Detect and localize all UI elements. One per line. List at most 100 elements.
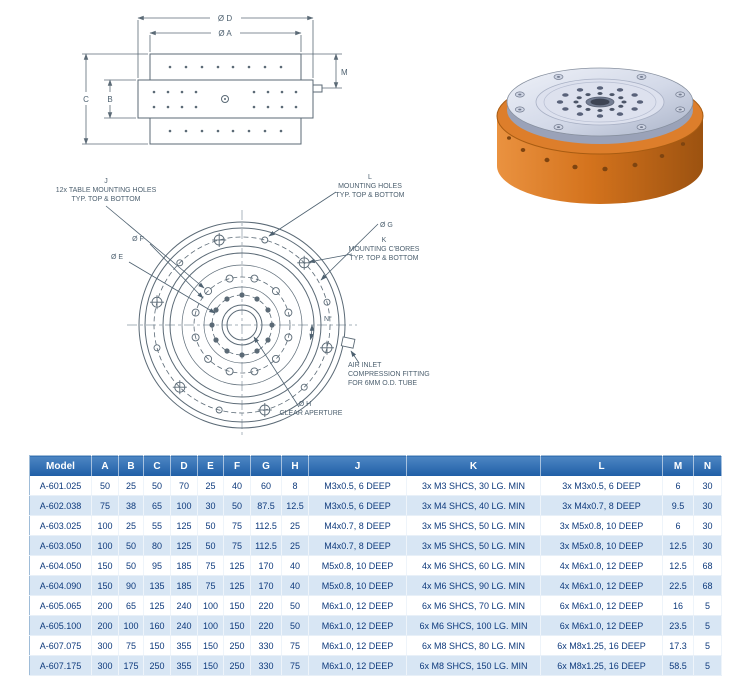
value-cell: 355 — [170, 655, 198, 676]
dim-label-n: N° — [324, 315, 332, 323]
column-header-h: H — [281, 455, 309, 476]
inner-hole-dots — [209, 292, 275, 358]
column-header-f: F — [223, 455, 251, 476]
centerlines — [127, 210, 357, 438]
model-cell: A-604.090 — [29, 575, 92, 596]
value-cell: 112.5 — [250, 535, 282, 556]
value-cell: 125 — [223, 555, 251, 576]
value-cell: 30 — [693, 476, 722, 496]
top-inner-holes — [573, 92, 627, 112]
callout-leaders — [105, 191, 379, 408]
value-cell: 12.5 — [281, 495, 309, 516]
value-cell: 6x M8x1.25, 16 DEEP — [540, 655, 663, 676]
value-cell: 60 — [250, 476, 282, 496]
drum-side-holes — [507, 136, 686, 172]
value-cell: 220 — [250, 595, 282, 616]
column-header-d: D — [170, 455, 198, 476]
value-cell: 75 — [223, 535, 251, 556]
value-cell: 6x M8x1.25, 16 DEEP — [540, 635, 663, 656]
value-cell: 4x M6 SHCS, 60 LG. MIN — [406, 555, 541, 576]
value-cell: 3x M4x0.7, 8 DEEP — [540, 495, 663, 516]
model-cell: A-603.050 — [29, 535, 92, 556]
value-cell: M4x0.7, 8 DEEP — [308, 535, 407, 556]
value-cell: 240 — [170, 595, 198, 616]
callout-j-line1: 12x TABLE MOUNTING HOLES — [56, 187, 157, 194]
side-view-drawing: Ø D Ø A C B M — [80, 11, 348, 145]
column-header-j: J — [308, 455, 407, 476]
value-cell: 330 — [250, 655, 282, 676]
value-cell: 3x M5x0.8, 10 DEEP — [540, 515, 663, 536]
value-cell: 6 — [662, 476, 694, 496]
value-cell: 75 — [197, 555, 224, 576]
column-header-k: K — [406, 455, 541, 476]
value-cell: 22.5 — [662, 575, 694, 596]
value-cell: M6x1.0, 12 DEEP — [308, 655, 407, 676]
value-cell: 75 — [223, 515, 251, 536]
value-cell: 170 — [250, 575, 282, 596]
value-cell: 135 — [143, 575, 171, 596]
value-cell: 112.5 — [250, 515, 282, 536]
value-cell: 25 — [281, 515, 309, 536]
value-cell: 3x M5 SHCS, 50 LG. MIN — [406, 535, 541, 556]
value-cell: 3x M3 SHCS, 30 LG. MIN — [406, 476, 541, 496]
value-cell: 150 — [143, 635, 171, 656]
value-cell: M5x0.8, 10 DEEP — [308, 555, 407, 576]
value-cell: 355 — [170, 635, 198, 656]
value-cell: 9.5 — [662, 495, 694, 516]
part-outline — [137, 53, 323, 145]
column-header-c: C — [143, 455, 171, 476]
value-cell: 25 — [118, 515, 144, 536]
value-cell: 5 — [693, 595, 722, 616]
column-header-l: L — [540, 455, 663, 476]
dim-label-c: C — [83, 95, 89, 104]
clear-aperture-label: CLEAR APERTURE — [280, 410, 343, 417]
value-cell: 75 — [197, 575, 224, 596]
dim-label-e: Ø E — [111, 254, 123, 261]
callout-j-tag: J — [104, 178, 108, 185]
value-cell: 3x M3x0.5, 6 DEEP — [540, 476, 663, 496]
value-cell: 175 — [118, 655, 144, 676]
callout-k-tag: K — [382, 237, 387, 244]
dim-label-a: Ø A — [218, 29, 232, 38]
value-cell: 30 — [693, 535, 722, 556]
value-cell: 300 — [91, 635, 119, 656]
column-header-b: B — [118, 455, 144, 476]
value-cell: 90 — [118, 575, 144, 596]
value-cell: 5 — [693, 655, 722, 676]
callout-l-line2: TYP. TOP & BOTTOM — [336, 192, 405, 199]
value-cell: 50 — [118, 535, 144, 556]
value-cell: 30 — [197, 495, 224, 516]
value-cell: 40 — [223, 476, 251, 496]
value-cell: 100 — [91, 535, 119, 556]
value-cell: 170 — [250, 555, 282, 576]
value-cell: 150 — [91, 555, 119, 576]
value-cell: M6x1.0, 12 DEEP — [308, 615, 407, 636]
top-bolt-holes — [556, 86, 644, 118]
value-cell: 25 — [197, 476, 224, 496]
value-cell: 50 — [281, 595, 309, 616]
value-cell: 5 — [693, 615, 722, 636]
value-cell: 3x M5x0.8, 10 DEEP — [540, 535, 663, 556]
value-cell: 30 — [693, 495, 722, 516]
dim-label-d: Ø D — [218, 14, 232, 23]
air-inlet-line1: AIR INLET — [348, 362, 382, 369]
value-cell: 240 — [170, 615, 198, 636]
value-cell: 65 — [118, 595, 144, 616]
column-header-n: N — [693, 455, 722, 476]
value-cell: 6x M8 SHCS, 80 LG. MIN — [406, 635, 541, 656]
model-cell: A-607.175 — [29, 655, 92, 676]
value-cell: 80 — [143, 535, 171, 556]
callout-j-line2: TYP. TOP & BOTTOM — [72, 196, 141, 203]
value-cell: M3x0.5, 6 DEEP — [308, 495, 407, 516]
value-cell: 150 — [223, 595, 251, 616]
value-cell: 75 — [118, 635, 144, 656]
value-cell: 50 — [143, 476, 171, 496]
value-cell: 6 — [662, 515, 694, 536]
value-cell: 25 — [118, 476, 144, 496]
value-cell: 4x M6x1.0, 12 DEEP — [540, 555, 663, 576]
